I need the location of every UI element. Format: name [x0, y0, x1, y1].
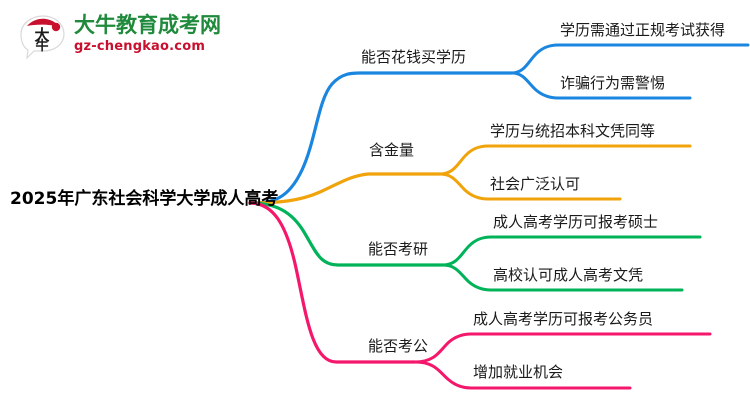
branch-line-2: [248, 172, 442, 205]
site-logo[interactable]: 大 牛 大牛教育成考网 gz-chengkao.com: [18, 12, 248, 64]
svg-text:牛: 牛: [35, 38, 48, 54]
logo-text-wrap: 大牛教育成考网 gz-chengkao.com: [74, 12, 254, 55]
logo-subtitle: gz-chengkao.com: [74, 39, 206, 54]
branch-subline-3-0: [441, 235, 702, 267]
svg-text:大: 大: [34, 26, 49, 44]
mindmap-leaf-node-1-2[interactable]: 诈骗行为需警惕: [560, 74, 666, 92]
branch-line-3: [248, 201, 445, 267]
speech-bubble-logo-icon: 大 牛: [20, 15, 65, 60]
mindmap-branch-node-4[interactable]: 能否考公: [368, 337, 429, 355]
branch-subline-3-1: [441, 263, 684, 292]
mindmap-branch-node-2[interactable]: 含金量: [369, 141, 415, 159]
branch-subline-4-0: [413, 332, 712, 364]
mindmap-leaf-node-4-2[interactable]: 增加就业机会: [473, 363, 564, 381]
branch-subline-1-0: [510, 43, 750, 75]
mindmap-leaf-node-2-1[interactable]: 学历与统招本科文凭同等: [490, 122, 656, 140]
branch-line-4: [248, 201, 417, 364]
mindmap-leaf-node-2-2[interactable]: 社会广泛认可: [490, 175, 581, 193]
logo-title: 大牛教育成考网: [74, 13, 221, 37]
branch-subline-4-1: [413, 360, 632, 390]
branch-subline-2-0: [438, 144, 692, 176]
mindmap-leaf-node-3-1[interactable]: 成人高考学历可报考硕士: [493, 213, 659, 231]
mindmap-leaf-node-3-2[interactable]: 高校认可成人高考文凭: [493, 266, 644, 284]
branch-line-1: [248, 71, 514, 205]
mindmap-root-node[interactable]: 2025年广东社会科学大学成人高考: [10, 189, 279, 209]
mindmap-leaf-node-1-1[interactable]: 学历需通过正规考试获得: [560, 21, 726, 39]
branch-subline-2-1: [438, 172, 622, 201]
branch-subline-1-1: [510, 71, 692, 100]
mindmap-branch-node-3[interactable]: 能否考研: [368, 240, 429, 258]
mindmap-leaf-node-4-1[interactable]: 成人高考学历可报考公务员: [473, 310, 654, 328]
mindmap-branch-node-1[interactable]: 能否花钱买学历: [361, 48, 467, 66]
